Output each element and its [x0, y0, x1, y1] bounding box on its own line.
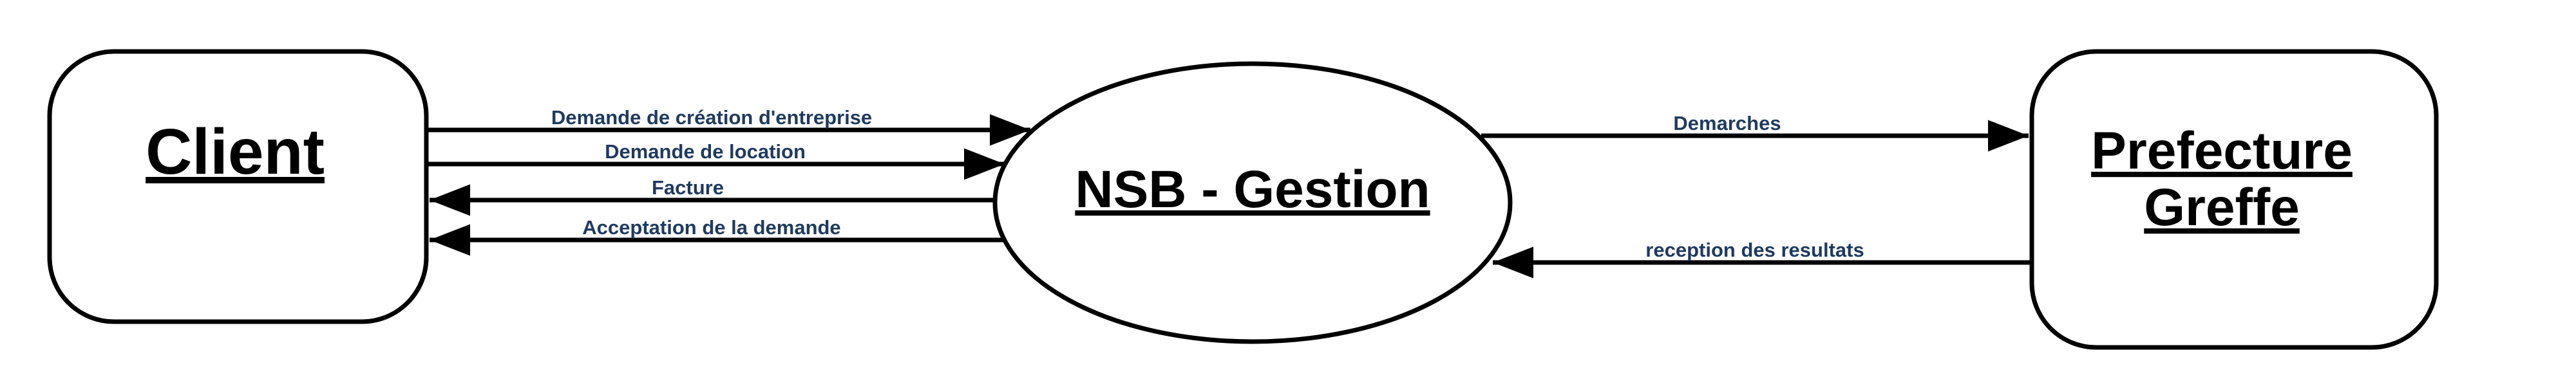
edge-label-demarches: Demarches: [1673, 112, 1781, 134]
node-prefecture-shape: [2029, 49, 2439, 350]
edge-reception[interactable]: reception des resultats: [1493, 239, 2032, 279]
node-nsb-shape: [992, 61, 1513, 344]
node-client-label: Client: [146, 116, 325, 188]
edge-label-facture: Facture: [652, 176, 724, 199]
edge-demande-creation[interactable]: Demande de création d'entreprise: [427, 106, 1030, 146]
node-prefecture-label-line1: Prefecture: [2091, 122, 2353, 180]
node-client-shape: [47, 49, 429, 324]
node-client[interactable]: Client: [47, 49, 429, 324]
edge-label-demande-creation: Demande de création d'entreprise: [551, 106, 872, 129]
edge-facture[interactable]: Facture: [430, 176, 997, 216]
edge-demarches[interactable]: Demarches: [1481, 112, 2029, 152]
edge-label-demande-location: Demande de location: [605, 140, 806, 163]
edge-label-reception: reception des resultats: [1645, 239, 1864, 261]
node-nsb-label: NSB - Gestion: [1075, 160, 1430, 219]
node-prefecture-label-line2: Greffe: [2144, 178, 2300, 237]
node-nsb-gestion[interactable]: NSB - Gestion: [992, 61, 1513, 344]
edge-label-acceptation: Acceptation de la demande: [582, 216, 840, 239]
edge-demande-location[interactable]: Demande de location: [427, 140, 1005, 180]
edge-acceptation[interactable]: Acceptation de la demande: [430, 216, 1003, 256]
node-prefecture-greffe[interactable]: Prefecture Greffe: [2029, 49, 2439, 350]
